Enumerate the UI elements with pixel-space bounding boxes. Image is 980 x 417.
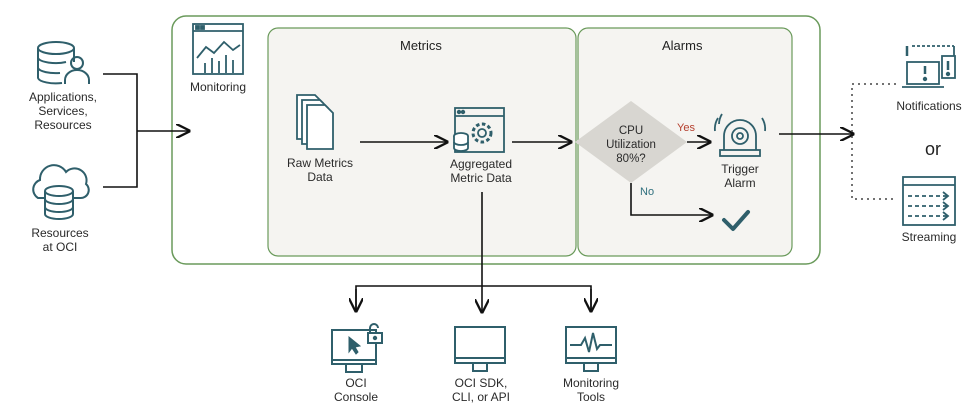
cpu-condition-label: CPU Utilization 80%?	[606, 125, 656, 165]
monitoring-label: Monitoring	[189, 80, 247, 94]
alarm-bell-icon	[714, 113, 766, 157]
no-label: No	[640, 186, 655, 198]
database-user-icon	[37, 41, 90, 85]
or-label: or	[925, 139, 942, 159]
notifications-icon	[902, 45, 956, 88]
sdk-label: OCI SDK, CLI, or API	[451, 376, 511, 404]
source-connectors	[103, 73, 189, 188]
source-oci-label: Resources at OCI	[31, 226, 89, 254]
checkmark-icon	[722, 210, 750, 231]
output-dotted-connector	[851, 83, 896, 200]
metrics-title: Metrics	[400, 38, 442, 53]
console-monitor-icon	[331, 323, 383, 373]
console-label: OCI Console	[333, 376, 379, 404]
access-arrows	[356, 192, 591, 312]
tools-monitor-icon	[565, 326, 617, 372]
cloud-database-icon	[32, 164, 90, 220]
source-apps-label: Applications, Services, Resources	[28, 90, 98, 132]
documents-icon	[296, 94, 334, 150]
aggregated-metrics-label: Aggregated Metric Data	[449, 157, 513, 185]
notifications-label: Notifications	[896, 99, 962, 113]
tools-label: Monitoring Tools	[562, 376, 620, 404]
aggregated-data-icon	[453, 107, 505, 153]
monitoring-dashboard-icon	[192, 23, 244, 75]
alarm-flow-arrows	[630, 142, 712, 215]
sdk-monitor-icon	[454, 326, 506, 372]
trigger-alarm-label: Trigger Alarm	[721, 162, 759, 190]
cpu-decision-diamond	[575, 101, 687, 183]
alarms-title: Alarms	[662, 38, 703, 53]
raw-metrics-label: Raw Metrics Data	[286, 156, 353, 184]
streaming-label: Streaming	[901, 230, 957, 244]
streaming-icon	[902, 176, 956, 226]
yes-label: Yes	[677, 122, 695, 134]
